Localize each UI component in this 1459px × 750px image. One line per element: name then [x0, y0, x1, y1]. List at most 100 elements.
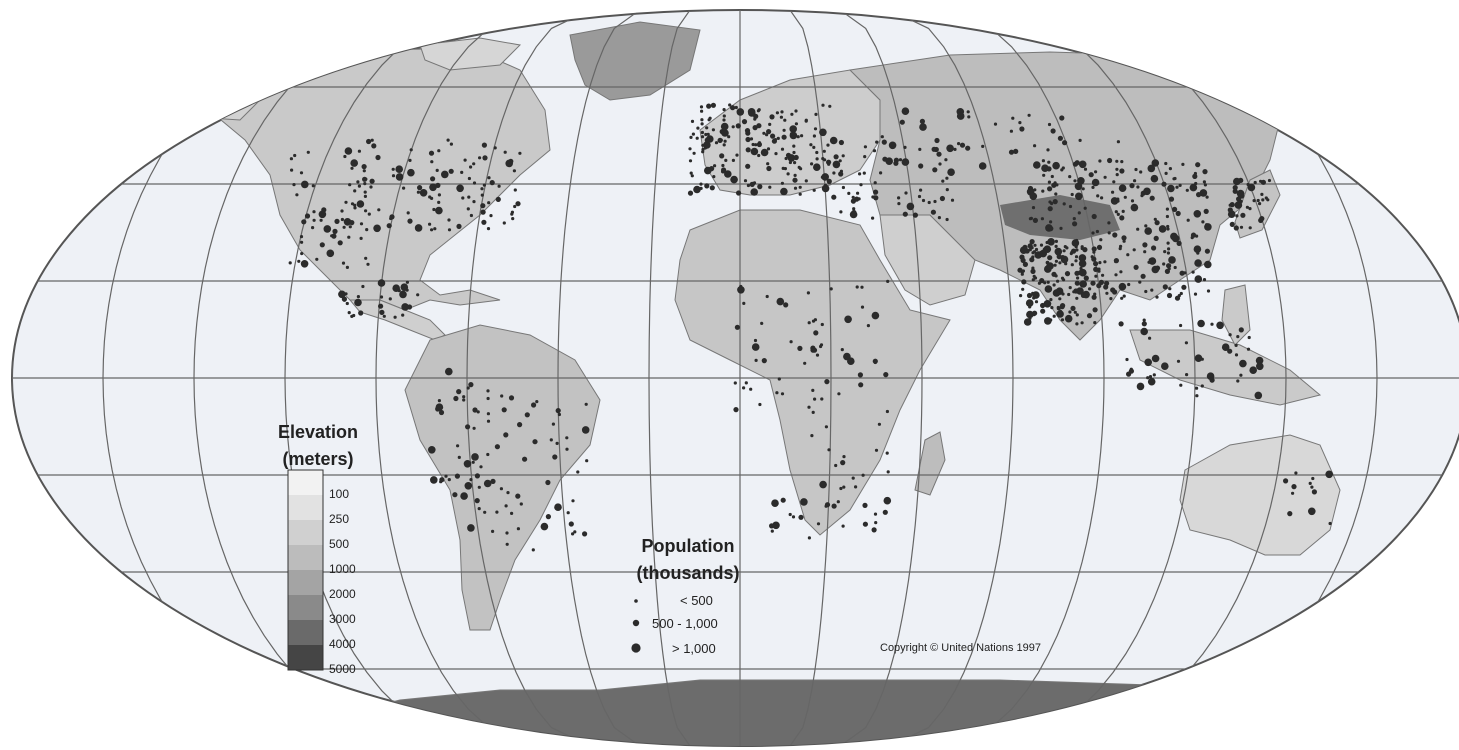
city-dot [347, 235, 351, 239]
city-dot [757, 153, 761, 158]
city-dot [489, 214, 493, 218]
city-dot [377, 279, 386, 287]
city-dot [584, 402, 588, 406]
city-dot [1070, 305, 1076, 311]
city-dot [1261, 198, 1265, 202]
city-dot [713, 164, 717, 168]
city-dot [897, 202, 901, 206]
city-dot [792, 177, 798, 183]
city-dot [491, 529, 495, 534]
city-dot [565, 447, 569, 451]
city-dot [832, 171, 836, 175]
city-dot [873, 512, 878, 516]
city-dot [1130, 199, 1135, 203]
city-dot [993, 122, 998, 126]
elevation-swatch [288, 470, 323, 495]
city-dot [1150, 288, 1154, 292]
city-dot [793, 161, 797, 165]
city-dot [1032, 217, 1038, 223]
city-dot [1068, 175, 1072, 179]
city-dot [340, 209, 344, 213]
city-dot [1200, 384, 1204, 388]
city-dot [798, 514, 804, 520]
city-dot [821, 157, 825, 161]
city-dot [1047, 160, 1051, 164]
city-dot [873, 195, 879, 201]
large-dot-symbol [631, 643, 641, 653]
city-dot [873, 189, 879, 195]
city-dot [797, 165, 801, 169]
city-dot [1048, 226, 1054, 232]
city-dot [731, 125, 735, 129]
city-dot [295, 193, 299, 197]
city-dot [863, 145, 868, 149]
city-dot [728, 103, 732, 107]
city-dot [1258, 202, 1262, 206]
city-dot [480, 193, 484, 197]
city-dot [1201, 220, 1205, 224]
population-legend: Population (thousands) < 500 500 - 1,000… [631, 536, 740, 656]
city-dot [773, 138, 778, 142]
city-dot [704, 183, 710, 189]
city-dot [784, 156, 788, 161]
city-dot [345, 265, 349, 269]
city-dot [981, 144, 985, 148]
city-dot [1195, 234, 1199, 238]
city-dot [862, 171, 866, 175]
city-dot [1074, 280, 1080, 286]
city-dot [714, 141, 719, 145]
city-dot [375, 154, 381, 161]
city-dot [1009, 129, 1014, 133]
city-dot [1107, 157, 1113, 164]
city-dot [1123, 195, 1127, 199]
city-dot [1139, 170, 1143, 174]
city-dot [720, 122, 729, 131]
city-dot [791, 515, 796, 519]
city-dot [761, 358, 767, 364]
city-dot [378, 303, 384, 309]
city-dot [483, 479, 492, 488]
city-dot [1239, 359, 1247, 368]
city-dot [346, 222, 350, 226]
city-dot [819, 128, 827, 137]
city-dot [481, 219, 487, 225]
city-dot [1168, 256, 1176, 264]
city-dot [703, 146, 707, 150]
city-dot [936, 151, 942, 157]
city-dot [873, 181, 877, 185]
city-dot [444, 474, 448, 478]
city-dot [417, 185, 423, 191]
city-dot [408, 158, 412, 162]
city-dot [852, 207, 856, 211]
city-dot [1043, 300, 1052, 308]
city-dot [1125, 357, 1129, 362]
city-dot [938, 162, 942, 166]
city-dot [1061, 166, 1065, 170]
city-dot [880, 135, 884, 139]
city-dot [486, 412, 490, 416]
city-dot [1141, 321, 1147, 327]
city-dot [875, 140, 879, 144]
city-dot [770, 133, 776, 139]
city-dot [1148, 336, 1152, 340]
city-dot [688, 159, 693, 163]
city-dot [775, 111, 780, 115]
city-dot [501, 407, 507, 413]
meridian-line [557, 10, 641, 746]
city-dot [1184, 341, 1188, 345]
city-dot [1192, 173, 1198, 179]
city-dot [1283, 478, 1289, 484]
city-dot [742, 386, 746, 390]
city-dot [709, 135, 713, 139]
city-dot [1083, 206, 1087, 210]
city-dot [435, 206, 443, 215]
city-dot [304, 213, 311, 219]
elevation-swatch [288, 620, 323, 645]
city-dot [939, 195, 946, 202]
city-dot [1236, 335, 1240, 339]
city-dot [1050, 174, 1054, 179]
city-dot [776, 136, 780, 140]
city-dot [1068, 310, 1072, 314]
greenland [569, 21, 701, 101]
city-dot [482, 155, 488, 161]
